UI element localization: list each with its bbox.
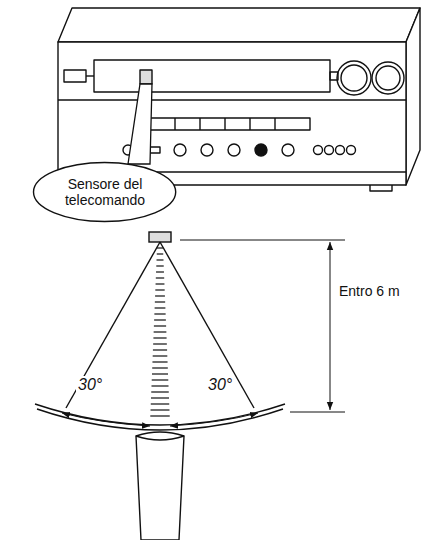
receiver-top	[58, 8, 420, 42]
flap	[150, 118, 310, 130]
button	[174, 144, 186, 156]
button	[201, 144, 213, 156]
range-arc	[37, 409, 283, 430]
remote-body	[136, 432, 184, 540]
button	[325, 146, 334, 155]
beam-dash	[151, 409, 170, 410]
button	[150, 147, 160, 153]
range-arc	[35, 404, 285, 425]
beam-dash	[152, 361, 167, 362]
angle-arrow	[170, 413, 258, 426]
button	[336, 146, 345, 155]
receiver-side	[406, 8, 420, 185]
remote-edge	[136, 436, 184, 440]
beam-dash	[153, 343, 167, 344]
beam-dash	[150, 415, 169, 416]
angle-label: 30°	[206, 376, 234, 394]
beam-dash	[151, 403, 169, 404]
dimension-line	[330, 242, 331, 410]
beam-dash	[152, 373, 168, 374]
knob	[341, 65, 367, 91]
knob	[337, 61, 371, 95]
remote-sensor	[140, 70, 152, 84]
callout-bubble: Sensore del telecomando	[32, 161, 177, 223]
beam-dash	[153, 349, 167, 350]
extension-line	[290, 412, 345, 413]
beam-dash	[157, 259, 164, 260]
callout-pointer	[128, 84, 152, 164]
knob	[372, 62, 404, 94]
button	[255, 144, 267, 156]
panel-line	[58, 99, 406, 100]
beam-dash	[153, 337, 166, 338]
indicator	[64, 70, 86, 82]
beam-dash	[153, 355, 168, 356]
beam-dash	[155, 295, 165, 296]
beam-dash	[151, 397, 169, 398]
beam-dash	[157, 253, 163, 254]
angle-label: 30°	[76, 376, 104, 394]
beam-dash	[154, 325, 166, 326]
beam-dash	[152, 367, 168, 368]
beam-dash	[151, 391, 169, 392]
beam-dash	[154, 319, 166, 320]
angle-arrow	[62, 413, 150, 426]
remote-control	[136, 432, 184, 540]
knob	[376, 66, 400, 90]
beam-dash	[156, 277, 164, 278]
display-panel	[94, 60, 330, 92]
beam-dash	[157, 247, 163, 248]
beam-dash	[156, 265, 163, 266]
bubble-ellipse	[34, 163, 176, 222]
button	[347, 146, 356, 155]
beam-edge	[160, 242, 254, 408]
beam-dash	[154, 331, 167, 332]
button	[228, 144, 240, 156]
flap-cells	[175, 118, 275, 130]
beam-center	[150, 248, 169, 416]
button	[282, 144, 294, 156]
indicator-link	[86, 75, 94, 76]
callout-text: Sensore del telecomando	[53, 176, 157, 208]
beam-dash	[156, 271, 164, 272]
beam-dash	[155, 307, 166, 308]
sensor-symbol	[149, 232, 171, 242]
beam-dash	[151, 385, 168, 386]
beam-dash	[156, 283, 165, 284]
beam-diagram	[35, 232, 345, 430]
button	[314, 146, 323, 155]
beam-dash	[155, 301, 165, 302]
beam-dash	[154, 313, 165, 314]
beam-edge	[66, 242, 160, 408]
beam-dash	[152, 379, 169, 380]
dimension-label: Entro 6 m	[337, 284, 402, 299]
beam-dash	[155, 289, 164, 290]
extension-line	[180, 240, 345, 241]
